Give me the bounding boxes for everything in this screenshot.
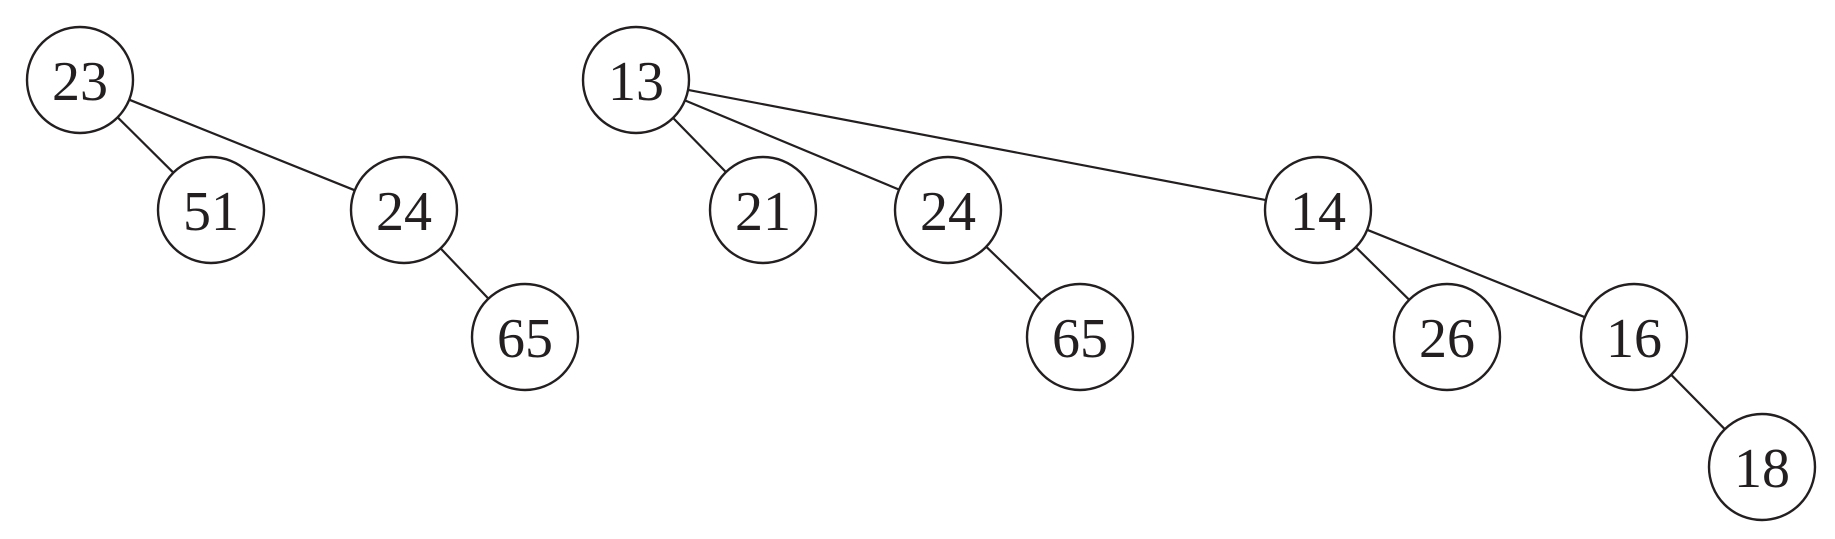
node-circle	[25, 25, 135, 135]
node-circle	[349, 155, 459, 265]
node-label: 14	[1290, 181, 1346, 243]
tree-node-L51: 51	[156, 155, 266, 265]
node-label: 23	[52, 51, 108, 113]
node-label: 21	[735, 181, 791, 243]
tree-node-R65: 65	[1025, 282, 1135, 392]
node-circle	[1579, 282, 1689, 392]
edge-R24-R65	[985, 245, 1043, 302]
node-label: 65	[1052, 308, 1108, 370]
tree-node-R14: 14	[1263, 155, 1373, 265]
node-circle	[470, 282, 580, 392]
tree-node-R24: 24	[893, 155, 1003, 265]
node-circle	[708, 155, 818, 265]
node-circle	[581, 25, 691, 135]
edge-R14-R16	[1366, 228, 1586, 319]
edge-R13-R21	[672, 117, 727, 173]
node-label: 16	[1606, 308, 1662, 370]
node-circle	[156, 155, 266, 265]
edge-L23-L24	[128, 98, 356, 192]
node-label: 24	[920, 181, 976, 243]
nodes-layer: 23 51 24 65 13 21 24 65 14 26 16 18	[25, 25, 1817, 522]
tree-node-R21: 21	[708, 155, 818, 265]
node-label: 13	[608, 51, 664, 113]
tree-node-R13: 13	[581, 25, 691, 135]
tree-node-L65: 65	[470, 282, 580, 392]
node-label: 51	[183, 181, 239, 243]
node-circle	[1263, 155, 1373, 265]
edges-layer	[116, 88, 1726, 430]
tree-node-R18: 18	[1707, 412, 1817, 522]
node-circle	[893, 155, 1003, 265]
edge-R14-R26	[1355, 246, 1410, 301]
tree-node-R16: 16	[1579, 282, 1689, 392]
edge-R13-R24	[684, 99, 900, 191]
node-circle	[1392, 282, 1502, 392]
node-label: 18	[1734, 438, 1790, 500]
edge-L24-L65	[439, 247, 490, 300]
node-label: 24	[376, 181, 432, 243]
node-label: 65	[497, 308, 553, 370]
node-circle	[1707, 412, 1817, 522]
tree-node-R26: 26	[1392, 282, 1502, 392]
node-circle	[1025, 282, 1135, 392]
edge-R16-R18	[1670, 374, 1726, 430]
tree-node-L24: 24	[349, 155, 459, 265]
tree-node-L23: 23	[25, 25, 135, 135]
edge-L23-L51	[116, 116, 175, 174]
node-label: 26	[1419, 308, 1475, 370]
edge-R13-R14	[687, 88, 1267, 202]
